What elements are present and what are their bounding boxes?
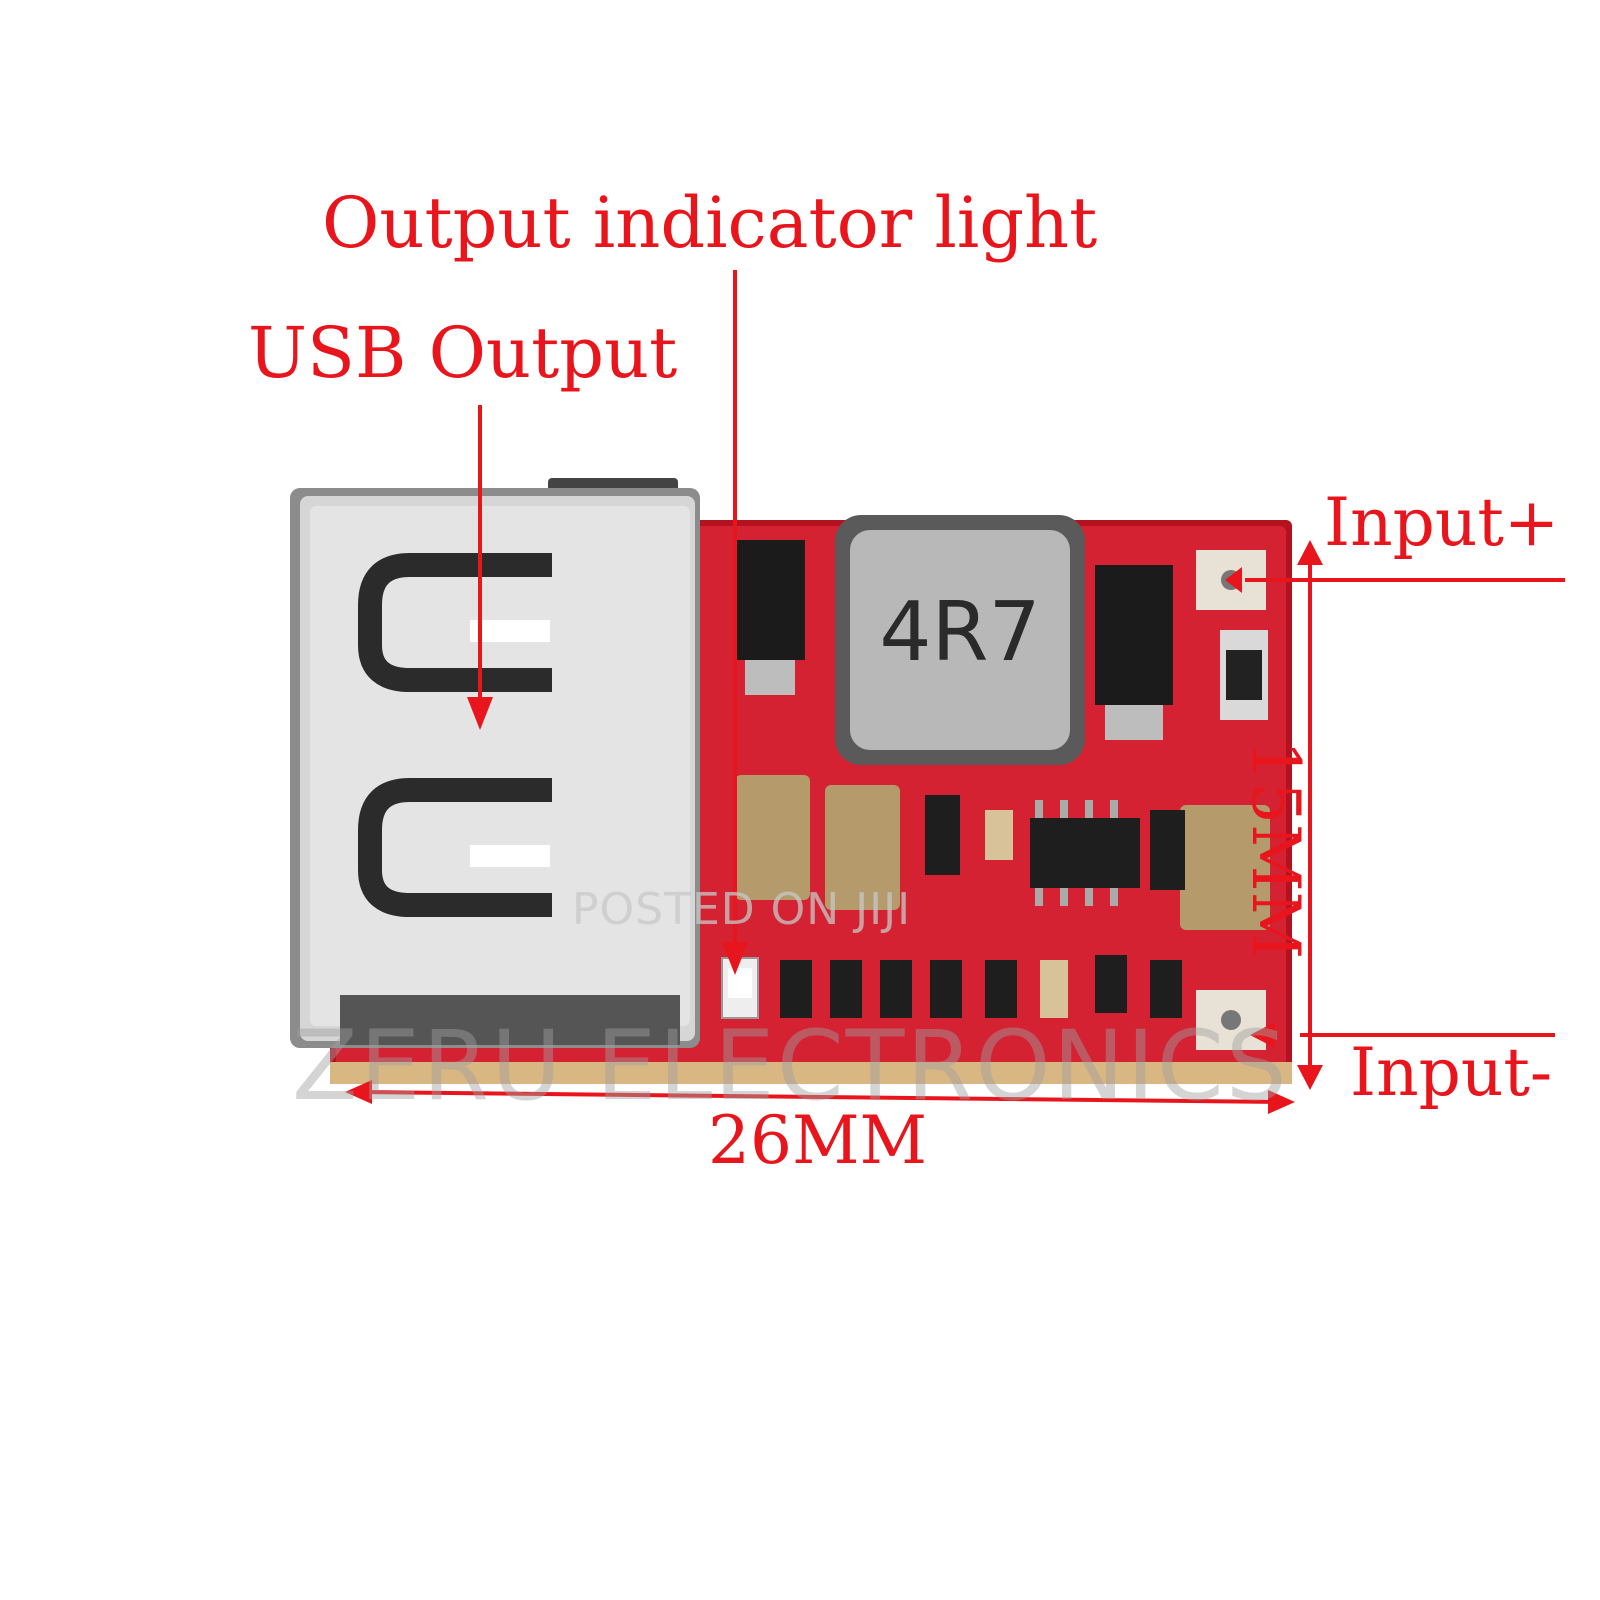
input-minus-label: Input- bbox=[1350, 1034, 1553, 1111]
height-dimension-label: 15MM bbox=[1237, 740, 1314, 960]
capacitors bbox=[735, 775, 1270, 930]
output-indicator-label: Output indicator light bbox=[322, 182, 1098, 264]
width-dimension-label: 26MM bbox=[708, 1102, 928, 1179]
resistor-top-right bbox=[1220, 630, 1268, 720]
input-minus-pad bbox=[1196, 990, 1266, 1050]
output-indicator-led bbox=[721, 957, 759, 1019]
annotation-arrows bbox=[345, 270, 1565, 1114]
input-plus-label: Input+ bbox=[1324, 484, 1560, 561]
usb-output-label: USB Output bbox=[248, 312, 678, 394]
inductor: 4R7 bbox=[835, 515, 1085, 765]
ic-chip bbox=[1030, 800, 1140, 906]
diode-right bbox=[1095, 565, 1173, 740]
smd-parts bbox=[780, 795, 1185, 1018]
diode-left bbox=[735, 540, 805, 695]
inductor-marking: 4R7 bbox=[879, 585, 1040, 680]
watermark-large: ZERU ELECTRONICS bbox=[292, 1010, 1289, 1122]
watermark-small: POSTED ON JIJI bbox=[572, 884, 912, 935]
usb-connector bbox=[290, 478, 700, 1048]
